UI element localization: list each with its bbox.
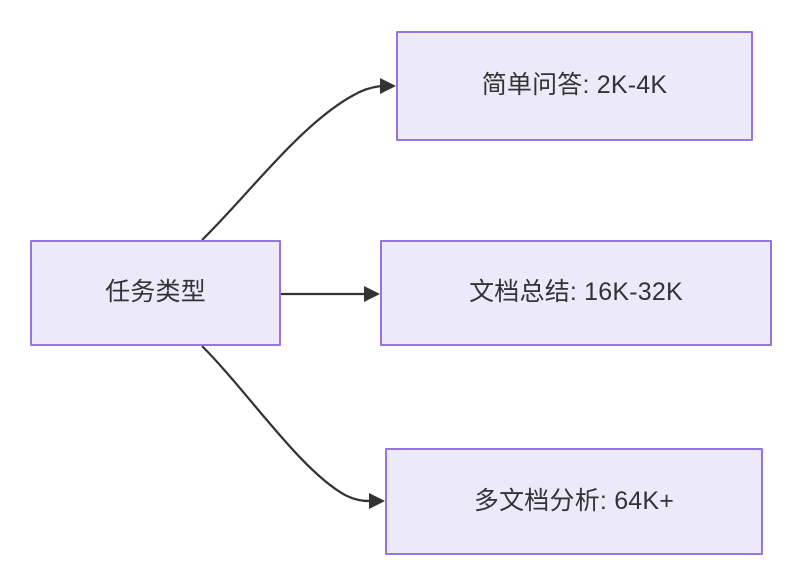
node-label: 简单问答: 2K-4K: [481, 71, 668, 100]
edge-source-to-task-2: [281, 286, 380, 302]
arrowhead-task-3: [369, 493, 385, 509]
node-simple-qa[interactable]: 简单问答: 2K-4K: [396, 31, 753, 141]
edge-source-to-task-3: [201, 345, 385, 509]
node-multi-document-analysis[interactable]: 多文档分析: 64K+: [385, 448, 763, 555]
node-label: 多文档分析: 64K+: [473, 486, 675, 515]
edge-source-to-task-3-line: [201, 345, 371, 503]
node-document-summary[interactable]: 文档总结: 16K-32K: [380, 240, 772, 346]
arrowhead-task-2: [364, 286, 380, 302]
arrowhead-task-1: [380, 78, 396, 94]
node-task-type-root[interactable]: 任务类型: [30, 240, 281, 346]
node-label: 任务类型: [105, 278, 206, 307]
edge-source-to-task-1: [201, 78, 396, 241]
edge-source-to-task-1-line: [201, 84, 382, 241]
node-label: 文档总结: 16K-32K: [469, 278, 683, 307]
